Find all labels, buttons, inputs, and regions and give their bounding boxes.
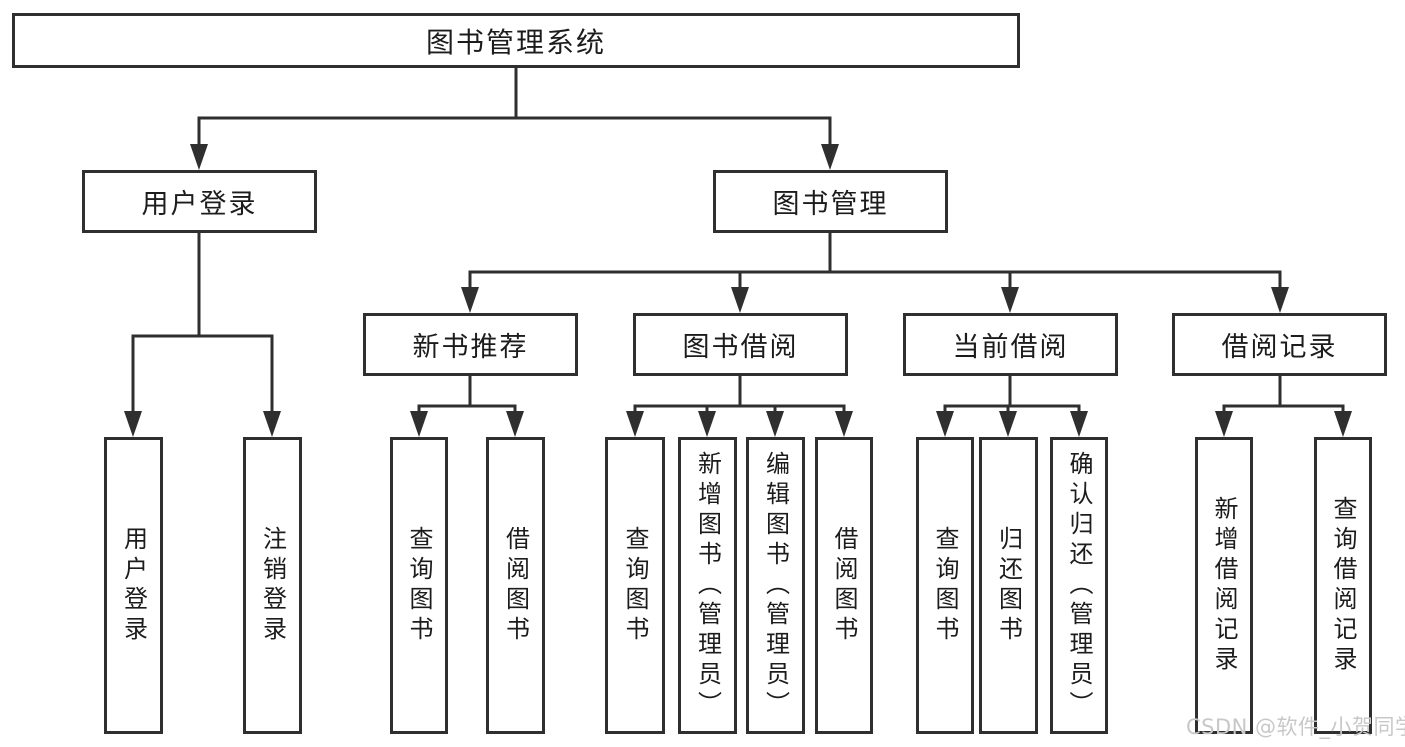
- node-user-login: 用户登录: [82, 170, 317, 233]
- connector-book-mgmt-sections: [461, 231, 1289, 313]
- node-current-borrow: 当前借阅: [903, 313, 1118, 376]
- leaf-query-books-2: 查询图书: [605, 437, 665, 734]
- arrow-down-icon: [999, 411, 1017, 437]
- connector-new-book-children: [410, 374, 524, 437]
- leaf-label: 查询图书: [931, 525, 959, 646]
- leaf-query-borrow-record: 查询借阅记录: [1314, 437, 1372, 734]
- node-borrow-records: 借阅记录: [1172, 313, 1387, 376]
- leaf-label: 查询借阅记录: [1329, 495, 1357, 676]
- leaf-return-book: 归还图书: [979, 437, 1038, 734]
- leaf-label: 借阅图书: [830, 525, 858, 646]
- watermark: CSDN @软件_小贺同学: [1186, 715, 1405, 739]
- leaf-borrow-books-1: 借阅图书: [486, 437, 545, 734]
- node-book-mgmt: 图书管理: [713, 170, 948, 233]
- node-new-book-rec-label: 新书推荐: [412, 332, 529, 363]
- node-book-borrow: 图书借阅: [633, 313, 848, 376]
- arrow-down-icon: [1001, 287, 1019, 313]
- leaf-logout: 注销登录: [243, 437, 302, 734]
- leaf-borrow-books-2: 借阅图书: [815, 437, 873, 734]
- arrow-down-icon: [190, 144, 208, 170]
- connector-current-children: [936, 374, 1088, 437]
- arrow-down-icon: [506, 411, 524, 437]
- connector-root-to-level2: [190, 66, 839, 170]
- leaf-label: 查询图书: [405, 525, 433, 646]
- arrow-down-icon: [1271, 287, 1289, 313]
- arrow-down-icon: [263, 411, 281, 437]
- leaf-add-book-admin: 新增图书（管理员）: [678, 437, 737, 734]
- arrow-down-icon: [461, 287, 479, 313]
- node-borrow-records-label: 借阅记录: [1221, 332, 1338, 363]
- leaf-label: 借阅图书: [501, 525, 530, 646]
- leaf-label: 编辑图书（管理员）: [761, 450, 790, 721]
- node-current-borrow-label: 当前借阅: [952, 332, 1069, 363]
- leaf-label: 新增图书（管理员）: [693, 450, 722, 721]
- leaf-query-books-3: 查询图书: [916, 437, 974, 734]
- leaf-label: 查询图书: [621, 525, 649, 646]
- node-new-book-rec: 新书推荐: [363, 313, 578, 376]
- arrow-down-icon: [698, 411, 716, 437]
- arrow-down-icon: [1215, 411, 1233, 437]
- leaf-label: 确认归还（管理员）: [1065, 450, 1093, 721]
- arrow-down-icon: [1334, 411, 1352, 437]
- node-user-login-label: 用户登录: [141, 189, 258, 220]
- connector-user-login-children: [124, 231, 281, 437]
- leaf-add-borrow-record: 新增借阅记录: [1195, 437, 1253, 734]
- leaf-label: 归还图书: [994, 525, 1023, 646]
- leaf-label: 新增借阅记录: [1210, 495, 1238, 676]
- arrow-down-icon: [124, 411, 142, 437]
- arrow-down-icon: [626, 411, 644, 437]
- leaf-query-books-1: 查询图书: [390, 437, 448, 734]
- node-book-borrow-label: 图书借阅: [682, 332, 799, 363]
- arrow-down-icon: [821, 144, 839, 170]
- arrow-down-icon: [410, 411, 428, 437]
- connector-records-children: [1215, 374, 1352, 437]
- node-root: 图书管理系统: [12, 13, 1020, 68]
- arrow-down-icon: [731, 287, 749, 313]
- node-book-mgmt-label: 图书管理: [772, 189, 889, 220]
- arrow-down-icon: [1070, 411, 1088, 437]
- leaf-edit-book-admin: 编辑图书（管理员）: [746, 437, 805, 734]
- arrow-down-icon: [936, 411, 954, 437]
- connector-borrow-children: [626, 374, 853, 437]
- leaf-label: 注销登录: [258, 525, 287, 646]
- arrow-down-icon: [766, 411, 784, 437]
- node-root-label: 图书管理系统: [425, 25, 606, 59]
- arrow-down-icon: [835, 411, 853, 437]
- leaf-label: 用户登录: [119, 525, 148, 646]
- leaf-user-login: 用户登录: [104, 437, 163, 734]
- leaf-confirm-return-admin: 确认归还（管理员）: [1050, 437, 1108, 734]
